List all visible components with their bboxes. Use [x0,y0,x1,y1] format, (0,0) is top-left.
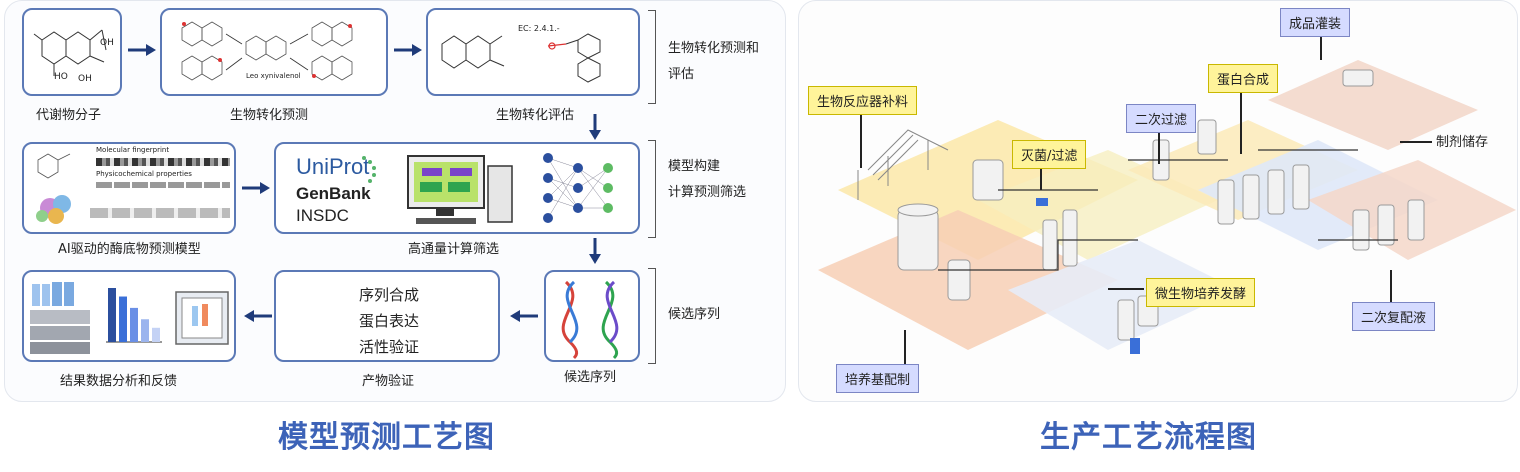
bar-2 [119,296,127,342]
prediction-structures-icon [181,21,353,81]
arrow-left-2 [510,310,538,322]
caption-analysis: 结果数据分析和反馈 [60,374,178,389]
genbank-logo: GenBank [296,184,371,203]
caption-prediction: 生物转化预测 [230,108,309,123]
properties-grid [96,182,230,188]
arrow-down-2 [589,238,601,264]
caption-metabolite: 代谢物分子 [36,108,102,123]
ho-label: HO [54,72,68,82]
label-storage: 制剂储存 [1436,135,1489,150]
leader-feed [860,108,862,168]
side-note-2b: 计算预测筛选 [668,185,747,200]
caption-screening: 高通量计算筛选 [408,242,500,257]
evaluation-box: EC: 2.4.1.- [426,8,640,96]
uniprot-dots-icon [362,156,376,183]
ec-label: EC: 2.4.1.- [518,24,560,33]
arrow-right-2 [394,44,422,56]
lab-instrument-icon [30,282,90,354]
neural-network-icon [543,153,613,223]
leo-label: Leo xynivalenol [246,72,301,80]
uniprot-logo: UniProt [296,154,370,179]
leader-filling [1320,30,1322,60]
label-feed: 生物反应器补料 [808,86,918,115]
evaluation-structure-icon [441,33,601,83]
metabolite-structure-icon [33,29,107,76]
arrow-left-1 [244,310,272,322]
bar-3 [130,307,138,342]
bracket-2 [648,140,656,238]
prediction-box: Leo xynivalenol [160,8,388,96]
fingerprint-bar [96,158,230,166]
bar-5 [152,327,160,342]
right-title: 生产工艺流程图 [1040,420,1257,455]
candidate-box [544,270,640,362]
arrow-right-3 [242,182,270,194]
bracket-1 [648,10,656,104]
insdc-logo: INSDC [296,206,349,225]
leader-filter2 [1158,124,1160,164]
leader-protein [1240,84,1242,154]
feature-row [90,208,230,218]
bar-4 [141,319,149,342]
validation-box: 序列合成 蛋白表达 活性验证 [274,270,500,362]
label-filter2: 二次过滤 [1126,104,1197,133]
validation-item-2: 蛋白表达 [358,312,419,330]
label-sterilize: 灭菌/过滤 [1012,140,1087,169]
leader-ferment [1108,288,1144,290]
bar-1 [108,288,116,342]
caption-ai-model: AI驱动的酶底物预测模型 [58,242,201,257]
oh-label-1: OH [100,38,114,48]
molecule-protein-icon [36,153,71,224]
caption-validation: 产物验证 [362,374,415,389]
label-medium: 培养基配制 [836,364,920,393]
side-note-2a: 模型构建 [668,159,721,174]
arrow-down-1 [589,114,601,140]
fingerprint-title: Molecular fingerprint [96,146,170,154]
caption-candidate: 候选序列 [564,370,617,385]
incubator-icon [175,291,229,345]
analysis-box [22,270,236,362]
label-protein: 蛋白合成 [1208,64,1279,93]
side-note-3: 候选序列 [668,307,721,322]
leader-medium [904,330,906,364]
oh-label-2: OH [78,74,92,84]
leader-reconst [1390,270,1392,302]
bar-chart [106,288,162,343]
properties-title: Physicochemical properties [96,170,192,178]
bracket-3 [648,268,656,364]
ai-model-box: Molecular fingerprint Physicochemical pr… [22,142,236,234]
label-reconst: 二次复配液 [1352,302,1436,331]
validation-item-3: 活性验证 [358,338,419,356]
dna-icon [561,280,619,360]
left-title: 模型预测工艺图 [278,420,495,455]
computer-icon [407,155,513,224]
arrow-right-1 [128,44,156,56]
leader-sterilize [1040,160,1042,190]
screening-box: UniProt GenBank INSDC [274,142,640,234]
validation-item-1: 序列合成 [358,286,419,304]
metabolite-box: OH HO OH [22,8,122,96]
leader-storage [1400,141,1432,143]
caption-evaluation: 生物转化评估 [496,108,575,123]
side-note-1b: 评估 [668,67,695,82]
label-ferment: 微生物培养发酵 [1146,278,1256,307]
side-note-1a: 生物转化预测和 [668,41,760,56]
label-filling: 成品灌装 [1280,8,1351,37]
factory-isometric-illustration [818,60,1516,354]
